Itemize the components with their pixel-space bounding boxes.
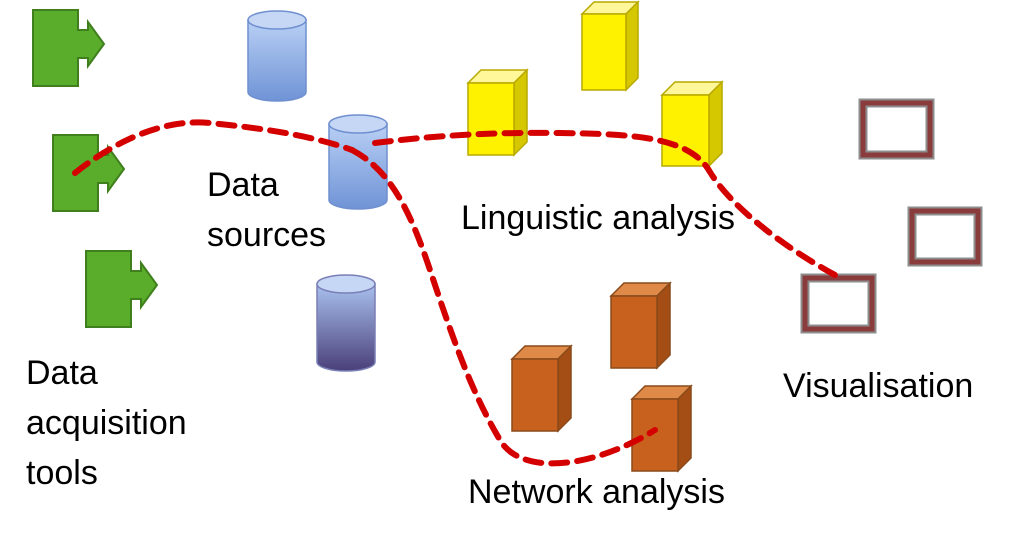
screen-frame-icon-2 xyxy=(907,206,983,267)
label-network-text: Network analysis xyxy=(468,473,725,511)
yellow-cube-icon-3 xyxy=(660,80,724,168)
workflow-path-network xyxy=(349,147,658,467)
yellow-cube-icon-2 xyxy=(466,68,529,157)
yellow-cube-icon-1 xyxy=(580,0,640,92)
workflow-path-linguistic xyxy=(72,119,838,278)
label-acquisition-line-1: Data xyxy=(26,354,98,392)
screen-frame-icon-1 xyxy=(858,98,935,160)
database-icon-3 xyxy=(316,274,376,372)
tool-icon-3 xyxy=(85,250,159,328)
orange-cube-icon-2 xyxy=(510,344,573,433)
orange-cube-icon-3 xyxy=(630,384,693,473)
label-sources-line-1: Data xyxy=(207,166,279,204)
screen-frame-icon-3 xyxy=(800,273,877,334)
orange-cube-icon-1 xyxy=(609,281,672,370)
label-data-acquisition-tools: Data acquisition tools xyxy=(26,348,187,498)
label-visualisation: Visualisation xyxy=(783,361,973,411)
label-linguistic-text: Linguistic analysis xyxy=(461,199,736,237)
label-data-sources: Data sources xyxy=(207,160,326,260)
label-network-analysis: Network analysis xyxy=(468,467,725,517)
label-linguistic-analysis: Linguistic analysis xyxy=(461,193,735,243)
tool-icon-1 xyxy=(32,9,106,87)
database-icon-1 xyxy=(247,10,307,102)
label-visualisation-text: Visualisation xyxy=(783,367,974,405)
label-acquisition-line-3: tools xyxy=(26,454,98,492)
label-sources-line-2: sources xyxy=(207,216,327,254)
label-acquisition-line-2: acquisition xyxy=(26,404,187,442)
tool-icon-2 xyxy=(52,134,126,212)
database-icon-2 xyxy=(328,114,388,210)
